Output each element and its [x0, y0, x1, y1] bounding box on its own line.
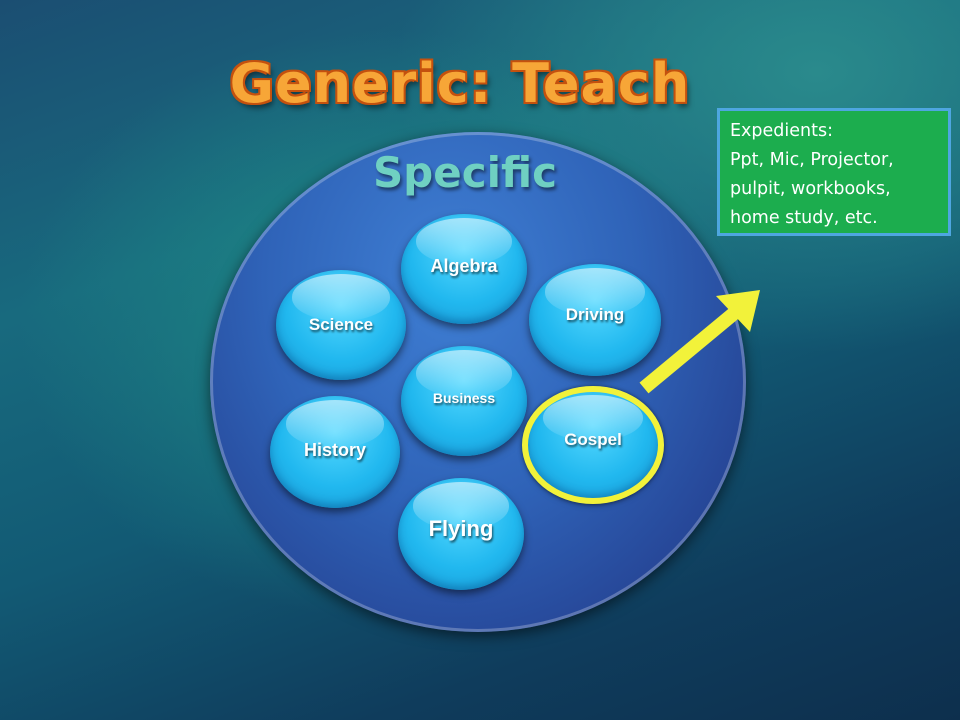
slide-title: Generic: Teach	[229, 52, 691, 115]
callout-line-4: home study, etc.	[730, 208, 878, 228]
bubble-science: Science	[276, 270, 406, 380]
arrow-icon	[639, 290, 760, 394]
gospel-highlight-ring	[522, 386, 664, 504]
slide-subtitle: Specific	[372, 148, 558, 197]
bubble-algebra-label: Algebra	[430, 255, 498, 276]
callout-line-1: Expedients:	[730, 121, 833, 141]
callout-line-2: Ppt, Mic, Projector,	[730, 150, 894, 170]
bubble-history-label: History	[303, 439, 366, 460]
bubble-business: Business	[401, 346, 527, 456]
bubble-business-label: Business	[432, 390, 496, 406]
bubble-history: History	[270, 396, 400, 508]
expedients-callout: Expedients: Ppt, Mic, Projector, pulpit,…	[717, 108, 951, 236]
bubble-driving-label: Driving	[565, 305, 625, 324]
bubble-science-label: Science	[308, 315, 374, 334]
callout-line-3: pulpit, workbooks,	[730, 179, 891, 199]
bubble-flying: Flying	[398, 478, 524, 590]
bubble-flying-label: Flying	[428, 516, 494, 541]
bubble-algebra: Algebra	[401, 214, 527, 324]
bubble-driving: Driving	[529, 264, 661, 376]
